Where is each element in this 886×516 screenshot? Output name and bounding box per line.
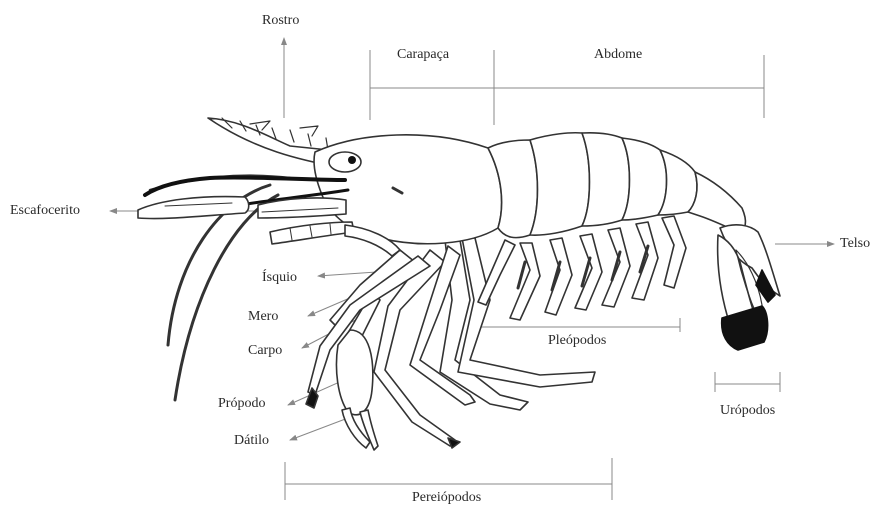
label-propodo: Própodo bbox=[218, 396, 265, 412]
label-carapaca: Carapaça bbox=[397, 47, 449, 63]
label-datilo: Dátilo bbox=[234, 433, 269, 449]
label-uropodos: Urópodos bbox=[720, 403, 775, 419]
label-pleopodos: Pleópodos bbox=[548, 333, 606, 349]
label-carpo: Carpo bbox=[248, 343, 282, 359]
label-rostro: Rostro bbox=[262, 13, 299, 29]
label-escafocerito: Escafocerito bbox=[10, 203, 80, 219]
label-abdome: Abdome bbox=[594, 47, 642, 63]
label-isquio: Ísquio bbox=[262, 270, 297, 286]
label-pereiopodos: Pereiópodos bbox=[412, 490, 481, 506]
label-mero: Mero bbox=[248, 309, 278, 325]
label-telso: Telso bbox=[840, 236, 870, 252]
